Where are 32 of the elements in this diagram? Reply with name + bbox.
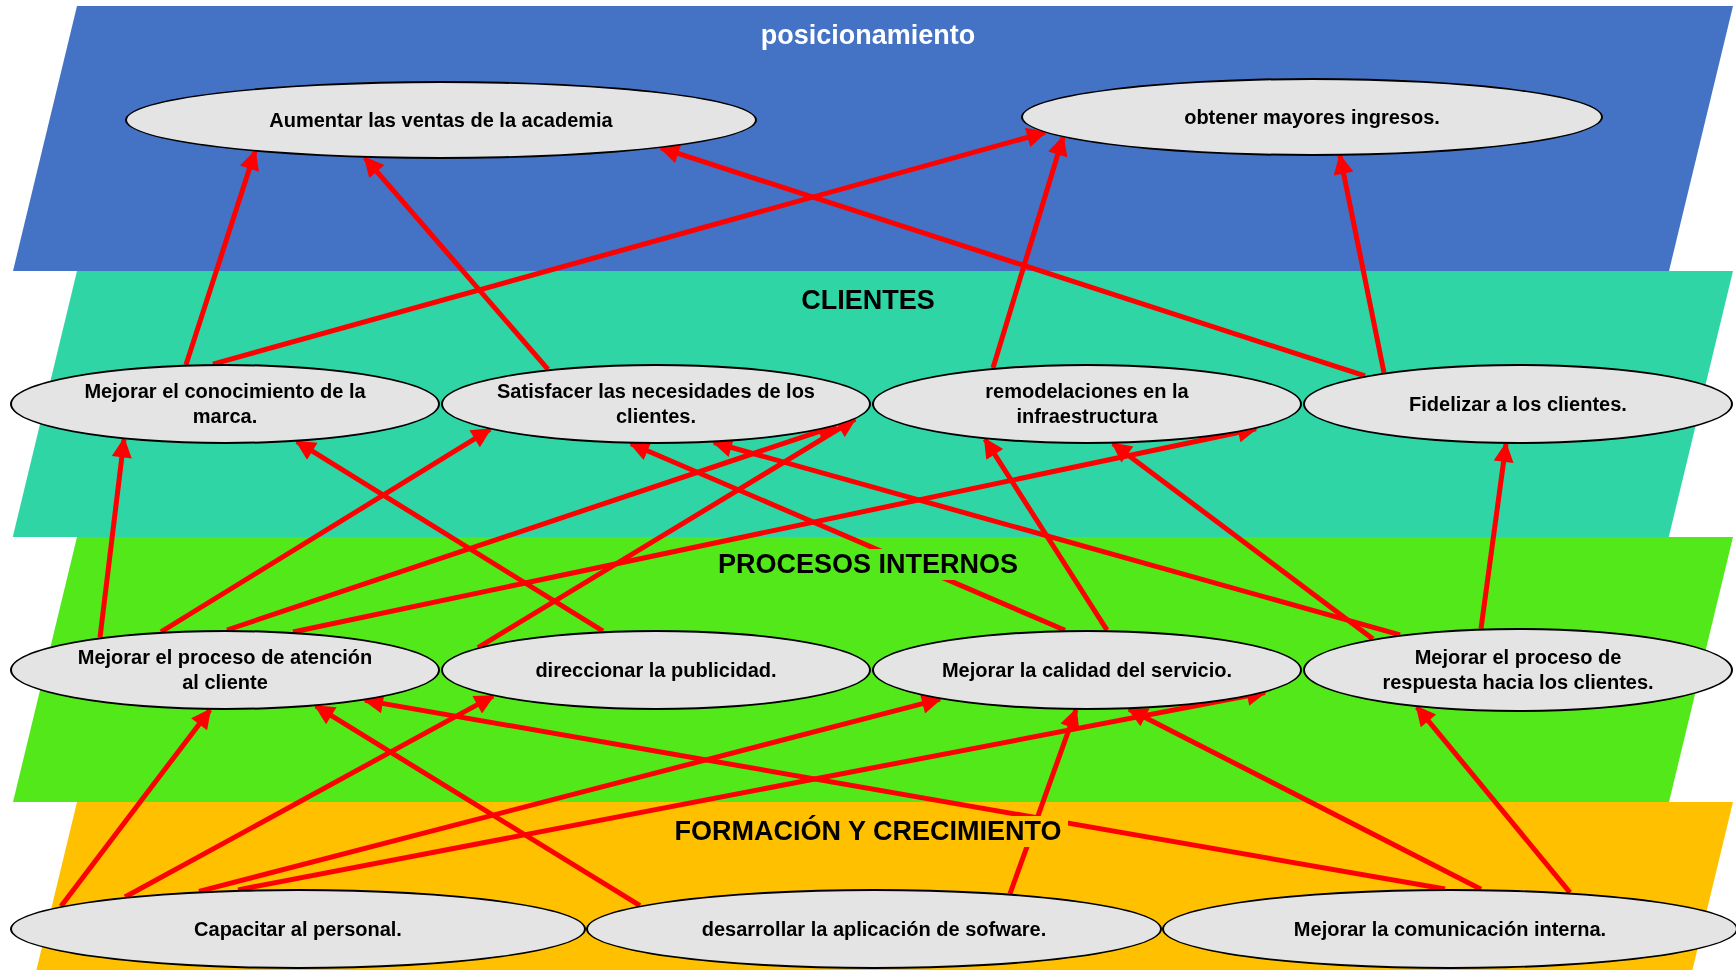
objective-text: Aumentar las ventas de la academia — [269, 107, 613, 133]
objective-text: Mejorar el proceso de atención al cliente — [76, 645, 374, 695]
arrow — [476, 417, 857, 650]
objective-text: direccionar la publicidad. — [535, 657, 777, 683]
objective-text: Mejorar el proceso de respuesta hacia los clientes. — [1381, 645, 1655, 695]
objective-text: desarrollar la aplicación de sofware. — [701, 916, 1047, 942]
objective-text: Satisfacer las necesidades de los clientes. — [496, 379, 816, 429]
arrow — [1111, 441, 1375, 641]
arrow — [990, 135, 1068, 369]
arrow — [212, 127, 1047, 367]
objective-text: remodelaciones en la infraestructura — [984, 379, 1190, 429]
arrow — [363, 156, 550, 372]
arrow — [1333, 153, 1387, 374]
arrow — [183, 149, 259, 366]
arrow — [314, 704, 642, 908]
objective-text: Mejorar la comunicación interna. — [1293, 916, 1607, 942]
arrow — [198, 694, 942, 894]
arrow — [1415, 705, 1572, 895]
arrow — [659, 144, 1366, 379]
objective-text: obtener mayores ingresos. — [1184, 104, 1440, 130]
objective-text: Fidelizar a los clientes. — [1409, 391, 1627, 417]
arrow — [982, 437, 1110, 632]
arrow — [59, 708, 212, 908]
arrow — [97, 437, 132, 638]
arrow — [1478, 441, 1514, 629]
arrow — [123, 693, 495, 900]
arrow — [295, 439, 605, 634]
objective-text: Mejorar el conocimiento de la marca. — [83, 379, 367, 429]
objective-text: Capacitar al personal. — [194, 916, 402, 942]
arrow — [1127, 707, 1483, 892]
objective-text: Mejorar la calidad del servicio. — [941, 657, 1233, 683]
arrow — [159, 427, 492, 634]
